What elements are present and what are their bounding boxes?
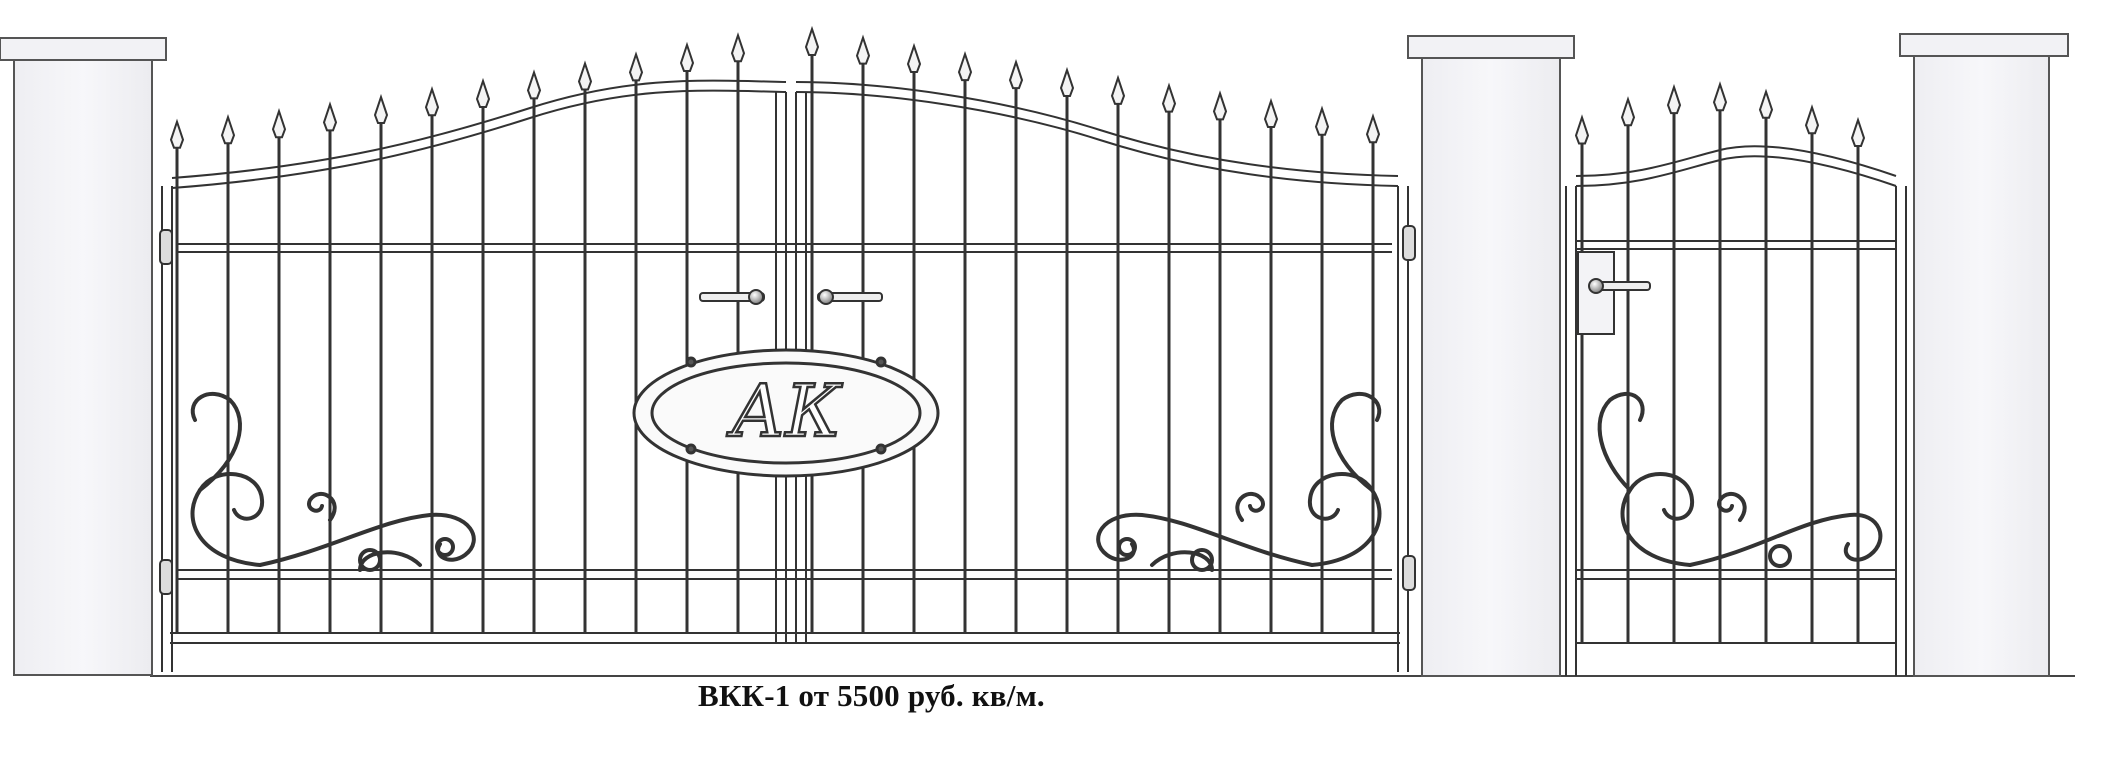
spear-finial — [1161, 82, 1177, 113]
gate-handles — [699, 251, 1651, 335]
spear-finial — [526, 69, 542, 100]
spear-finial — [957, 50, 973, 82]
spear-finial — [1620, 96, 1636, 127]
spear-finial — [322, 101, 338, 132]
spear-finial — [679, 41, 695, 72]
monogram-plaque — [632, 348, 940, 478]
spear-finial — [1712, 81, 1728, 112]
price-caption: ВКК-1 от 5500 руб. кв/м. — [698, 678, 1045, 713]
spear-finial — [855, 34, 871, 65]
spear-finial — [1666, 83, 1682, 115]
hinges — [159, 225, 1416, 595]
spear-finial — [1365, 113, 1381, 144]
monogram-text: АК — [726, 369, 844, 453]
gate-finials — [169, 25, 1866, 149]
spear-finial — [1574, 114, 1590, 145]
spear-finial — [1263, 97, 1279, 129]
spear-finial — [373, 93, 389, 125]
spear-finial — [1314, 105, 1330, 136]
spear-finial — [424, 86, 440, 117]
spear-finial — [577, 60, 593, 91]
pillar-middle — [1407, 35, 1575, 677]
spear-finial — [628, 51, 644, 82]
scrollwork — [190, 392, 1883, 572]
spear-finial — [1110, 74, 1126, 105]
spear-finial — [1212, 90, 1228, 121]
spear-finial — [271, 108, 287, 139]
spear-finial — [804, 25, 820, 56]
pillar-right — [1899, 33, 2069, 677]
spear-finial — [1008, 58, 1024, 90]
spear-finial — [475, 77, 491, 108]
gate-bars — [175, 54, 1860, 643]
spear-finial — [1758, 88, 1774, 119]
gate-frame — [161, 79, 1907, 676]
spear-finial — [1850, 116, 1866, 147]
spear-finial — [220, 114, 236, 145]
spear-finial — [1059, 66, 1075, 98]
spear-finial — [1804, 104, 1820, 135]
spear-finial — [906, 42, 922, 73]
spear-finial — [730, 32, 746, 63]
spear-finial — [169, 118, 185, 149]
pillar-left — [0, 37, 167, 676]
